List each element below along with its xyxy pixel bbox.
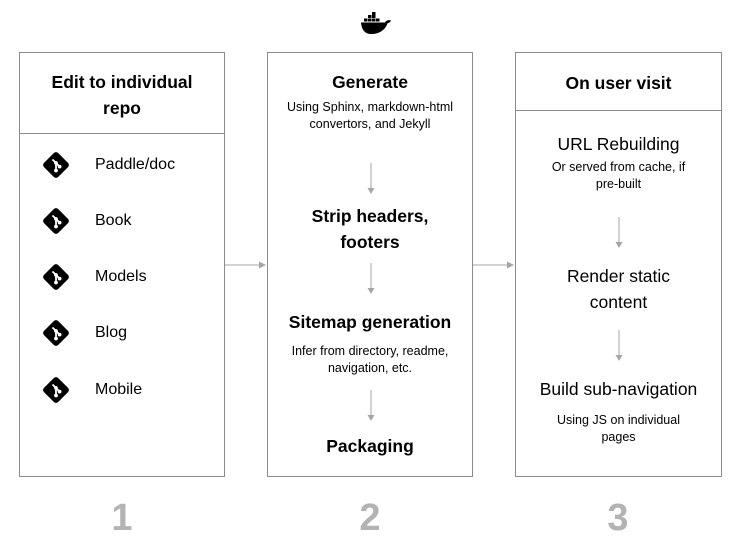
git-icon [43, 377, 69, 403]
step-title: Render static content [566, 266, 671, 312]
repo-label: Book [95, 212, 132, 229]
step-subtitle: Using JS on individual pages [557, 413, 680, 444]
header-divider [516, 110, 721, 111]
step-number: 3 [607, 497, 629, 539]
panel-subtitle: Using Sphinx, markdown-html convertors, … [286, 100, 454, 131]
repo-item-book: Book [40, 205, 131, 237]
step-title: Build sub-navigation [539, 379, 698, 399]
step-number: 2 [359, 497, 381, 539]
panel-user-visit: On user visit URL Rebuilding Or served f… [515, 52, 722, 477]
down-arrow-icon [367, 163, 375, 194]
panel-edit-repo: Edit to individual repo Paddle/doc Book [19, 52, 225, 477]
repo-item-blog: Blog [40, 317, 127, 349]
step-title: URL Rebuilding [557, 134, 680, 154]
header-divider [20, 133, 224, 134]
step-title: Strip headers, footers [311, 206, 429, 252]
step-subtitle: Infer from directory, readme, navigation… [291, 344, 449, 375]
repo-item-mobile: Mobile [40, 374, 142, 406]
right-arrow-icon [225, 261, 266, 269]
step-subtitle: Or served from cache, if pre-built [551, 160, 686, 191]
right-arrow-icon [473, 261, 514, 269]
down-arrow-icon [367, 263, 375, 294]
git-icon [43, 264, 69, 290]
git-icon [43, 152, 69, 178]
git-icon [43, 320, 69, 346]
repo-item-paddle-doc: Paddle/doc [40, 149, 175, 181]
step-title: Packaging [326, 436, 414, 456]
panel-title: Edit to individual repo [51, 72, 193, 118]
down-arrow-icon [615, 330, 623, 361]
down-arrow-icon [615, 217, 623, 248]
panel-title: Generate [332, 72, 408, 92]
repo-label: Paddle/doc [95, 156, 176, 173]
down-arrow-icon [367, 390, 375, 421]
git-icon [43, 208, 69, 234]
repo-item-models: Models [40, 261, 147, 293]
step-number: 1 [111, 497, 133, 539]
repo-label: Mobile [95, 381, 143, 398]
docker-whale-icon [361, 12, 391, 34]
repo-label: Blog [95, 324, 128, 341]
repo-label: Models [95, 268, 147, 285]
step-title: Sitemap generation [288, 312, 452, 332]
panel-generate: Generate Using Sphinx, markdown-html con… [267, 52, 473, 477]
panel-title: On user visit [565, 73, 672, 93]
